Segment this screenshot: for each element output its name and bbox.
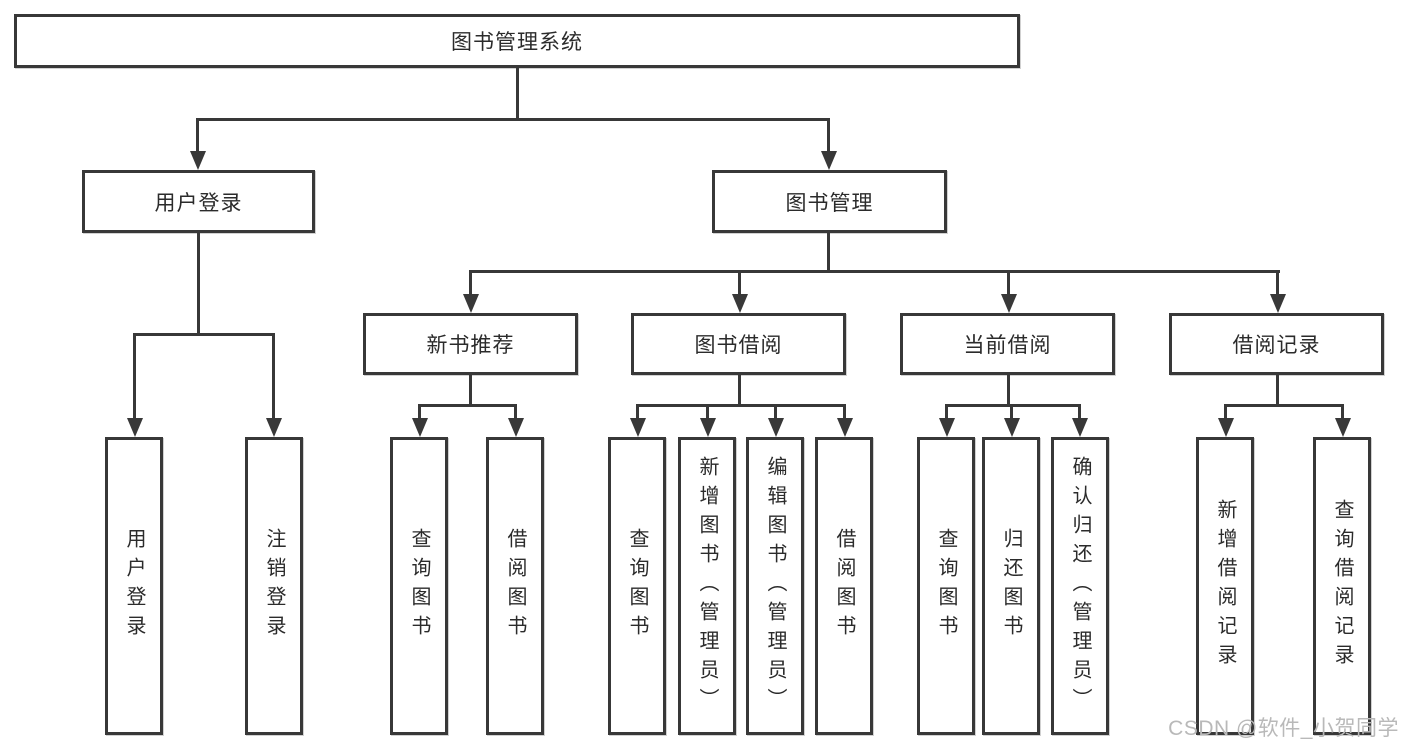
- leaf-current-query-books-label: 查询图书: [935, 528, 957, 644]
- arrow-down-icon: [768, 418, 784, 437]
- node-current-borrow-label: 当前借阅: [963, 334, 1052, 357]
- arrow-down-icon: [127, 418, 143, 437]
- leaf-return-books-label: 归还图书: [1000, 528, 1022, 644]
- connector-current-drop-1: [945, 404, 948, 418]
- connector-borrow-drop-2: [706, 404, 709, 418]
- arrow-down-icon: [700, 418, 716, 437]
- leaf-borrow-query-books: 查询图书: [608, 437, 666, 735]
- node-book-borrow-label: 图书借阅: [694, 334, 783, 357]
- connector-root-drop-1: [196, 118, 199, 154]
- node-user-login-label: 用户登录: [154, 191, 243, 215]
- arrow-down-icon: [508, 418, 524, 437]
- leaf-logout: 注销登录: [245, 437, 303, 735]
- connector-records-drop-1: [1224, 404, 1227, 418]
- leaf-user-login: 用户登录: [105, 437, 163, 735]
- leaf-add-books-admin: 新增图书（管理员）: [678, 437, 736, 735]
- csdn-watermark: CSDN @软件_小贺同学: [1168, 717, 1399, 740]
- connector-mgmt-drop-2: [738, 270, 741, 296]
- connector-mgmt-drop-4: [1276, 270, 1279, 296]
- arrow-down-icon: [412, 418, 428, 437]
- connector-current-drop-3: [1078, 404, 1081, 418]
- connector-records-rail: [1224, 404, 1343, 407]
- connector-current-drop-2: [1010, 404, 1013, 418]
- connector-mgmt-rail: [469, 270, 1280, 273]
- connector-recommend-rail: [418, 404, 517, 407]
- leaf-confirm-return-admin-label: 确认归还（管理员）: [1069, 455, 1091, 717]
- connector-root-rail: [196, 118, 830, 121]
- node-borrow-records-label: 借阅记录: [1232, 334, 1321, 357]
- connector-records-stem: [1276, 375, 1279, 407]
- node-book-borrow: 图书借阅: [631, 313, 846, 375]
- connector-records-drop-2: [1341, 404, 1344, 418]
- arrow-down-icon: [1218, 418, 1234, 437]
- leaf-query-borrow-record-label: 查询借阅记录: [1331, 499, 1353, 673]
- arrow-down-icon: [630, 418, 646, 437]
- leaf-recommend-query-books-label: 查询图书: [408, 528, 430, 644]
- node-user-login: 用户登录: [82, 170, 315, 233]
- connector-recommend-stem: [469, 375, 472, 407]
- leaf-edit-books-admin-label: 编辑图书（管理员）: [764, 455, 786, 717]
- node-root: 图书管理系统: [14, 14, 1020, 68]
- connector-login-rail: [133, 333, 275, 336]
- arrow-down-icon: [190, 151, 206, 170]
- node-root-label: 图书管理系统: [451, 31, 583, 54]
- connector-root-stem: [516, 68, 519, 120]
- arrow-down-icon: [1270, 294, 1286, 313]
- arrow-down-icon: [1004, 418, 1020, 437]
- connector-borrow-drop-4: [843, 404, 846, 418]
- arrow-down-icon: [821, 151, 837, 170]
- connector-mgmt-drop-1: [469, 270, 472, 296]
- leaf-add-borrow-record-label: 新增借阅记录: [1214, 499, 1236, 673]
- leaf-user-login-label: 用户登录: [123, 528, 145, 644]
- arrow-down-icon: [732, 294, 748, 313]
- connector-current-stem: [1007, 375, 1010, 407]
- connector-login-drop-1: [133, 333, 136, 418]
- connector-login-stem: [197, 233, 200, 335]
- leaf-logout-label: 注销登录: [263, 528, 285, 644]
- node-book-management: 图书管理: [712, 170, 947, 233]
- connector-borrow-drop-1: [636, 404, 639, 418]
- leaf-recommend-query-books: 查询图书: [390, 437, 448, 735]
- arrow-down-icon: [1001, 294, 1017, 313]
- leaf-recommend-borrow-books-label: 借阅图书: [504, 528, 526, 644]
- connector-recommend-drop-2: [514, 404, 517, 418]
- connector-mgmt-stem: [827, 233, 830, 272]
- connector-recommend-drop-1: [418, 404, 421, 418]
- leaf-borrow-books: 借阅图书: [815, 437, 873, 735]
- leaf-query-borrow-record: 查询借阅记录: [1313, 437, 1371, 735]
- node-book-management-label: 图书管理: [785, 191, 874, 215]
- leaf-add-borrow-record: 新增借阅记录: [1196, 437, 1254, 735]
- connector-borrow-rail: [636, 404, 846, 407]
- arrow-down-icon: [837, 418, 853, 437]
- node-borrow-records: 借阅记录: [1169, 313, 1384, 375]
- node-new-book-recommend: 新书推荐: [363, 313, 578, 375]
- leaf-confirm-return-admin: 确认归还（管理员）: [1051, 437, 1109, 735]
- connector-mgmt-drop-3: [1007, 270, 1010, 296]
- connector-current-rail: [945, 404, 1081, 407]
- connector-borrow-stem: [738, 375, 741, 407]
- arrow-down-icon: [1335, 418, 1351, 437]
- connector-borrow-drop-3: [774, 404, 777, 418]
- arrow-down-icon: [266, 418, 282, 437]
- connector-root-drop-2: [827, 118, 830, 154]
- leaf-recommend-borrow-books: 借阅图书: [486, 437, 544, 735]
- arrow-down-icon: [1072, 418, 1088, 437]
- connector-login-drop-2: [272, 333, 275, 418]
- leaf-current-query-books: 查询图书: [917, 437, 975, 735]
- leaf-borrow-books-label: 借阅图书: [833, 528, 855, 644]
- leaf-add-books-admin-label: 新增图书（管理员）: [696, 455, 718, 717]
- node-new-book-recommend-label: 新书推荐: [426, 334, 515, 357]
- arrow-down-icon: [939, 418, 955, 437]
- node-current-borrow: 当前借阅: [900, 313, 1115, 375]
- leaf-return-books: 归还图书: [982, 437, 1040, 735]
- arrow-down-icon: [463, 294, 479, 313]
- leaf-borrow-query-books-label: 查询图书: [626, 528, 648, 644]
- leaf-edit-books-admin: 编辑图书（管理员）: [746, 437, 804, 735]
